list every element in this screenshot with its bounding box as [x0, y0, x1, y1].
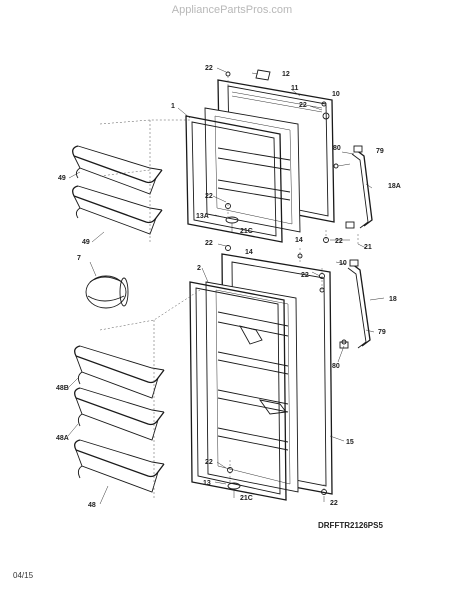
callout-13A: 13A [196, 213, 209, 220]
freezer-door-liner [204, 107, 301, 233]
callout-22: 22 [301, 272, 309, 279]
callout-1: 1 [171, 103, 175, 110]
callout-80: 80 [332, 363, 340, 370]
callout-12: 12 [282, 71, 290, 78]
callout-48A: 48A [56, 435, 69, 442]
site-watermark: AppliancePartsPros.com [171, 4, 293, 16]
callout-21C: 21C [240, 495, 253, 502]
callout-21: 21 [364, 244, 372, 251]
freezer-door-handle [345, 145, 373, 229]
callout-15: 15 [346, 439, 354, 446]
callout-18A: 18A [388, 183, 401, 190]
callout-13: 13 [203, 480, 211, 487]
projection-lines [99, 76, 359, 500]
door-bin-48B [74, 345, 165, 399]
callout-14: 14 [295, 237, 303, 244]
callout-10: 10 [339, 260, 347, 267]
callout-2: 2 [197, 265, 201, 272]
door-bin-48A [74, 387, 165, 441]
callout-22: 22 [335, 238, 343, 245]
fresh-food-door-assembly [189, 253, 371, 501]
callout-79: 79 [376, 148, 384, 155]
part-7-container [85, 275, 129, 309]
callout-21C: 21C [240, 228, 253, 235]
callout-79: 79 [378, 329, 386, 336]
door-bin-48 [74, 439, 165, 493]
callout-22: 22 [205, 193, 213, 200]
callout-22: 22 [205, 240, 213, 247]
date-code-label: 04/15 [13, 571, 34, 580]
callout-14: 14 [245, 249, 253, 256]
callout-7: 7 [77, 255, 81, 262]
freezer-door-assembly [185, 69, 373, 243]
part-12-plate [255, 69, 271, 81]
freezer-door-bins [72, 145, 163, 235]
callout-22: 22 [299, 102, 307, 109]
callout-48B: 48B [56, 385, 69, 392]
fresh-food-door-gasket [189, 281, 287, 501]
fresh-food-door-handle [339, 259, 371, 349]
callout-18: 18 [389, 296, 397, 303]
callout-22: 22 [330, 500, 338, 507]
callout-49: 49 [58, 175, 66, 182]
callout-48: 48 [88, 502, 96, 509]
model-code-label: DRFFTR2126PS5 [318, 521, 383, 530]
callout-labels: 22 12 11 22 10 1 80 79 18A 49 49 22 13A … [56, 65, 401, 509]
callout-10: 10 [332, 91, 340, 98]
fresh-food-door-bins [74, 345, 165, 493]
freezer-door-gasket [185, 115, 283, 243]
callout-22: 22 [205, 459, 213, 466]
callout-11: 11 [291, 85, 299, 92]
callout-leaders [67, 67, 385, 505]
callout-49: 49 [82, 239, 90, 246]
fresh-food-door-liner [205, 281, 299, 493]
callout-80: 80 [333, 145, 341, 152]
callout-22: 22 [205, 65, 213, 72]
